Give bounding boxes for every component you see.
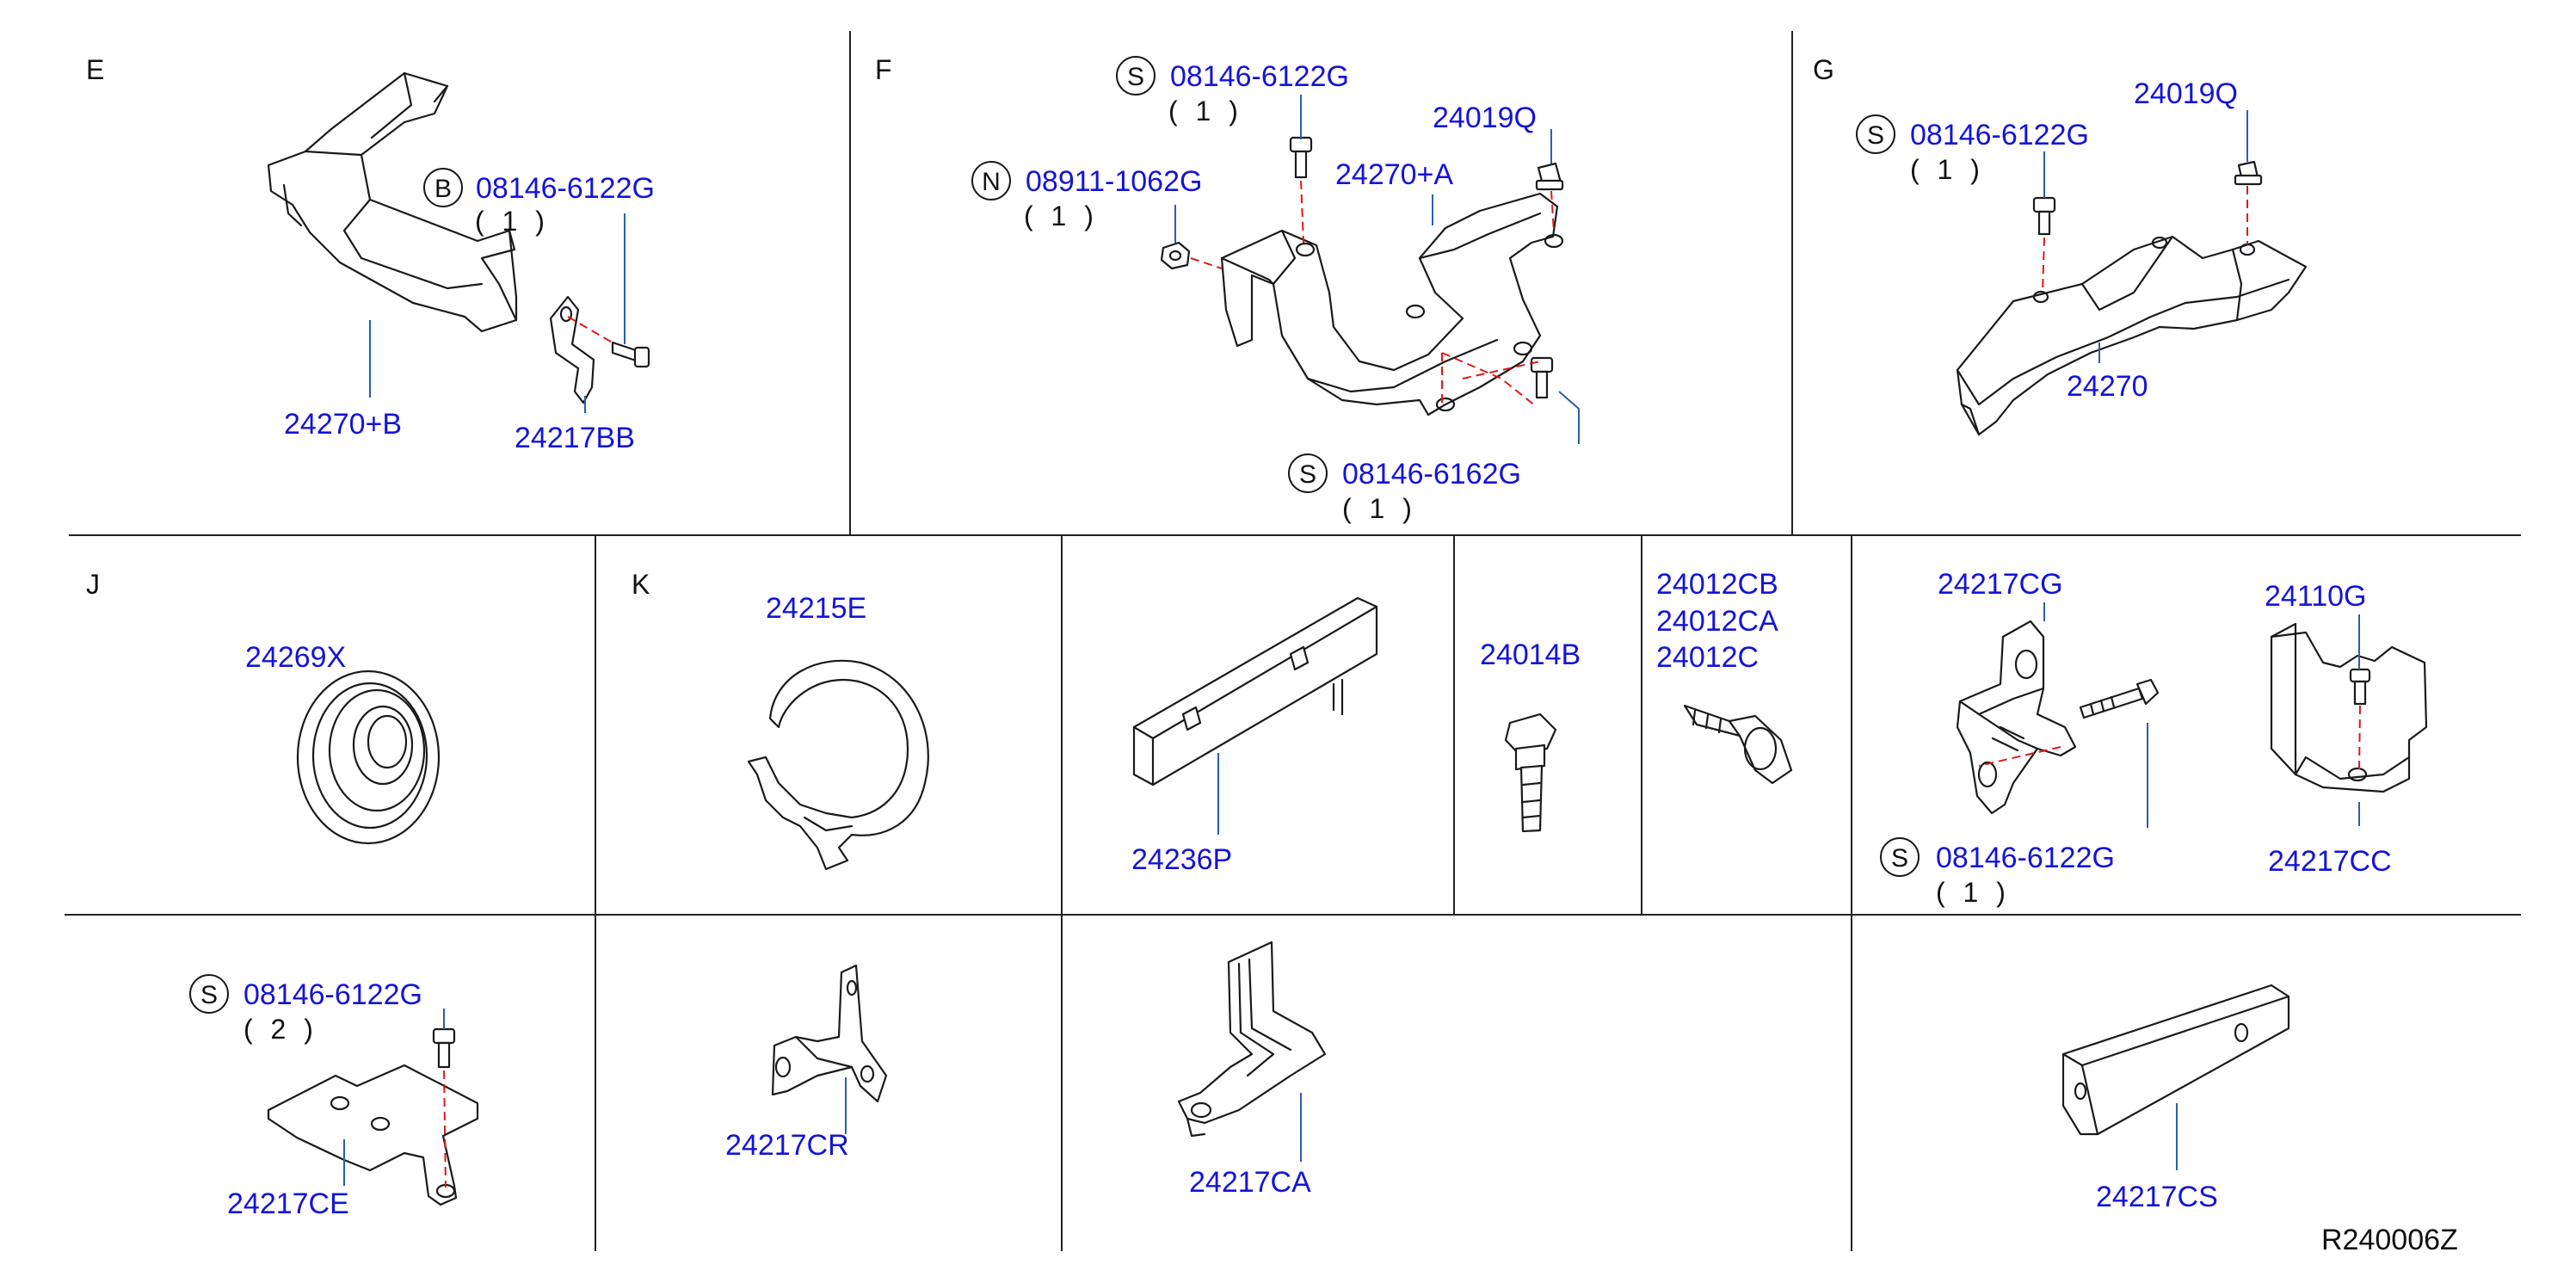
part-number-24014b[interactable]: 24014B xyxy=(1480,638,1581,671)
bracket-24217cg-drawing xyxy=(1956,602,2160,828)
part-number-24217ce[interactable]: 24217CE xyxy=(227,1188,349,1220)
part-number-24270b[interactable]: 24270+B xyxy=(284,408,402,441)
panel-grid xyxy=(65,31,2521,1251)
section-label-k: K xyxy=(632,569,650,600)
clip-24014b-drawing xyxy=(1504,713,1557,833)
bracket-24217cs-drawing xyxy=(2061,984,2290,1170)
badge-s-cg-label: S xyxy=(1891,844,1908,873)
part-number-24269x[interactable]: 24269X xyxy=(245,641,346,674)
part-number-g-bolt[interactable]: 08146-6122G xyxy=(1910,119,2089,151)
part-number-24217ca[interactable]: 24217CA xyxy=(1189,1166,1311,1199)
protector-24236p-drawing xyxy=(1132,596,1378,835)
part-number-cg-bolt[interactable]: 08146-6122G xyxy=(1936,842,2115,874)
section-g-drawing xyxy=(1956,110,2308,436)
bracket-24217cc-drawing xyxy=(2270,614,2428,826)
badge-n-f-label: N xyxy=(982,168,1001,196)
badge-s-cg xyxy=(1880,837,1920,877)
section-label-e: E xyxy=(86,54,104,85)
grommet-24269x-drawing xyxy=(296,669,441,845)
bracket-24217ce-drawing xyxy=(267,1009,479,1206)
bracket-24270-drawing xyxy=(1956,235,2308,436)
part-number-24217cr[interactable]: 24217CR xyxy=(725,1129,849,1162)
part-number-24270[interactable]: 24270 xyxy=(2067,370,2148,403)
badge-b-e-label: B xyxy=(434,175,452,203)
part-number-24110g[interactable]: 24110G xyxy=(2265,580,2366,613)
badge-s-g-label: S xyxy=(1867,121,1884,150)
clip-24217bb-drawing xyxy=(549,295,595,404)
quantity-f-nut: ( 1 ) xyxy=(1024,200,1099,231)
section-label-g: G xyxy=(1813,54,1834,85)
part-number-f-bolt-bottom[interactable]: 08146-6162G xyxy=(1342,458,1521,490)
clip-24012c-drawing xyxy=(1683,704,1793,785)
bracket-24270a-drawing xyxy=(1220,192,1559,416)
part-number-24217bb[interactable]: 24217BB xyxy=(515,422,635,454)
badge-s-f-top xyxy=(1116,56,1156,96)
part-number-24012c[interactable]: 24012C xyxy=(1656,641,1759,674)
quantity-ce-bolt: ( 2 ) xyxy=(243,1014,318,1045)
part-number-ce-bolt[interactable]: 08146-6122G xyxy=(243,978,422,1011)
badge-s-f-bottom-label: S xyxy=(1299,460,1316,489)
quantity-cg-bolt: ( 1 ) xyxy=(1936,877,2011,908)
badge-b-e xyxy=(423,168,463,207)
part-number-f-cap[interactable]: 24019Q xyxy=(1433,102,1537,134)
badge-n-f xyxy=(971,161,1011,200)
diagram-reference-code: R240006Z xyxy=(2321,1224,2458,1256)
part-number-f-bolt-top[interactable]: 08146-6122G xyxy=(1170,60,1349,93)
section-e-drawing xyxy=(267,71,650,413)
part-number-24270a[interactable]: 24270+A xyxy=(1335,158,1453,191)
part-number-24217cc[interactable]: 24217CC xyxy=(2268,845,2392,878)
part-number-24012cb[interactable]: 24012CB xyxy=(1656,568,1778,601)
bracket-24217ca-drawing xyxy=(1177,941,1327,1162)
section-label-j: J xyxy=(86,569,100,600)
badge-s-f-top-label: S xyxy=(1127,63,1144,91)
quantity-f-bolt-top: ( 1 ) xyxy=(1168,96,1243,126)
band-24215e-drawing xyxy=(747,659,929,871)
part-number-24236p[interactable]: 24236P xyxy=(1131,843,1232,876)
part-number-g-cap[interactable]: 24019Q xyxy=(2134,77,2238,110)
part-number-24217cs[interactable]: 24217CS xyxy=(2096,1181,2218,1213)
part-number-e-bolt[interactable]: 08146-6122G xyxy=(476,172,655,205)
badge-s-ce xyxy=(189,974,229,1014)
bracket-24217cr-drawing xyxy=(771,964,888,1134)
part-number-24215e[interactable]: 24215E xyxy=(766,592,866,625)
quantity-e-bolt: ( 1 ) xyxy=(475,206,550,237)
quantity-g-bolt: ( 1 ) xyxy=(1910,154,1985,185)
badge-s-ce-label: S xyxy=(200,981,218,1009)
quantity-f-bolt-bottom: ( 1 ) xyxy=(1342,493,1417,524)
badge-s-g xyxy=(1856,114,1895,154)
section-label-f: F xyxy=(875,54,892,85)
part-number-f-nut[interactable]: 08911-1062G xyxy=(1026,165,1202,198)
part-number-24012ca[interactable]: 24012CA xyxy=(1656,605,1778,638)
section-f-drawing xyxy=(1160,95,1580,444)
badge-s-f-bottom xyxy=(1288,453,1328,493)
part-number-24217cg[interactable]: 24217CG xyxy=(1938,568,2063,601)
